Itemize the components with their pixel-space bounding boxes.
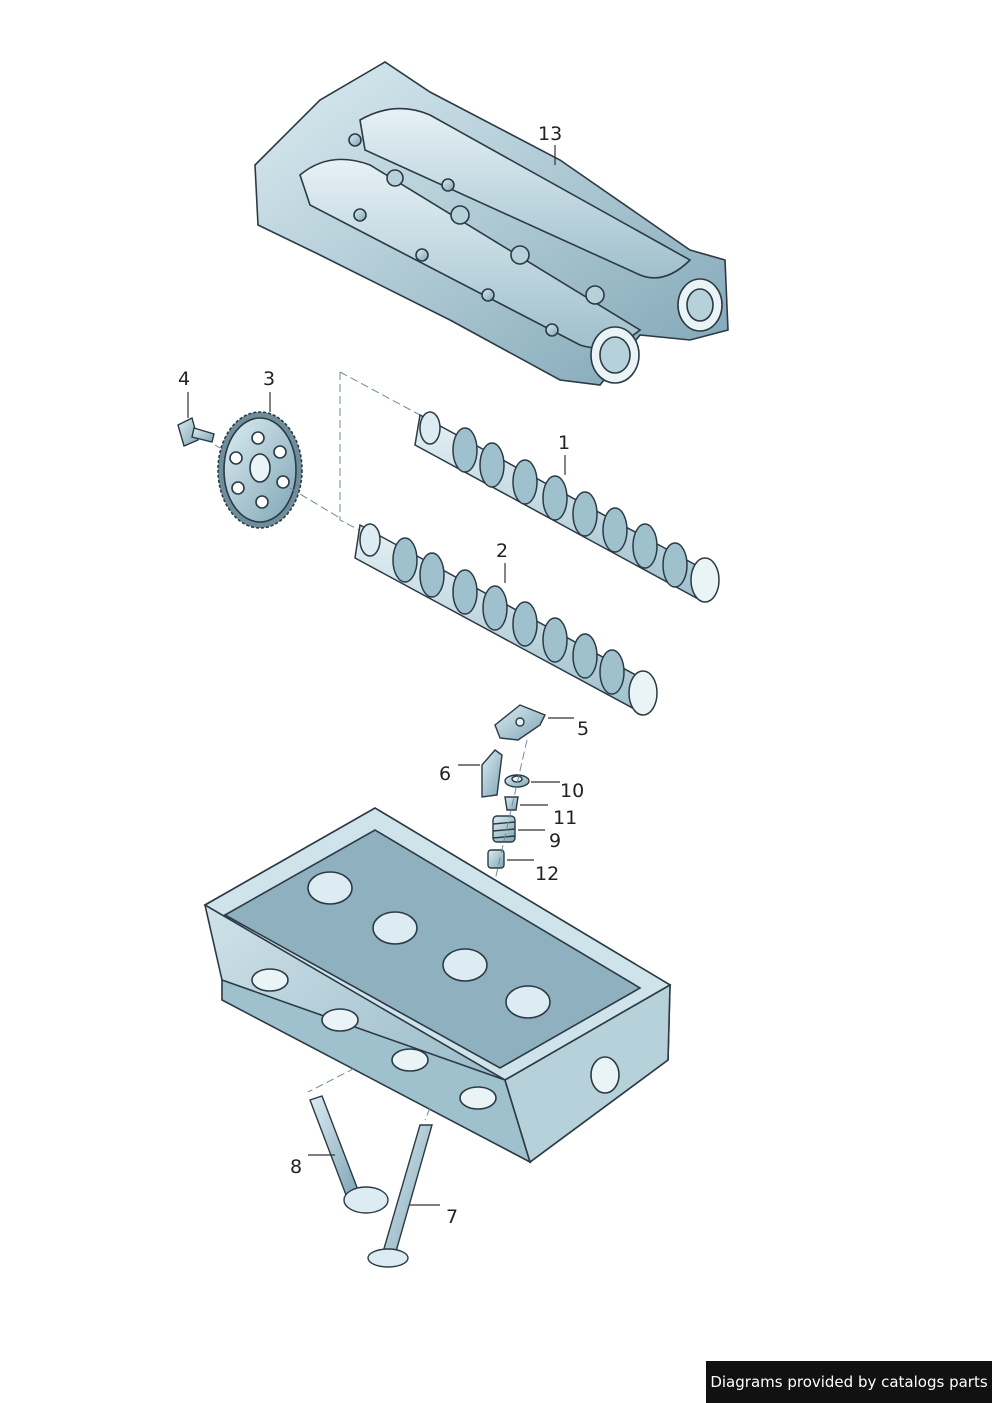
callout-9: 9: [549, 830, 562, 852]
valve-stem-seal: [487, 849, 505, 869]
axis-bracket-top: [339, 371, 421, 416]
valve-exhaust: [367, 1124, 433, 1268]
callout-12: 12: [535, 863, 560, 885]
callout-1: 1: [558, 432, 571, 454]
cylinder-head: [203, 807, 672, 1164]
callout-11: 11: [553, 807, 578, 829]
callout-13: 13: [538, 123, 563, 145]
camshaft-lower: [354, 523, 658, 716]
axis-valvetrain: [469, 739, 528, 991]
valve-cotter: [504, 796, 519, 811]
callout-3: 3: [263, 368, 276, 390]
axis-sprocket: [289, 487, 341, 519]
spring-seat: [504, 774, 530, 788]
axis-valves-2: [424, 1107, 431, 1121]
valve-inlet: [309, 1095, 389, 1214]
camshaft-upper: [414, 411, 720, 603]
credit-banner: Diagrams provided by catalogs parts: [706, 1361, 992, 1403]
cylinder-head-cover: [254, 61, 729, 386]
axis-bracket: [339, 372, 421, 563]
axis-4: [214, 444, 233, 456]
camshaft-sprocket: [217, 411, 303, 529]
callout-4: 4: [178, 368, 191, 390]
callout-10: 10: [560, 780, 585, 802]
callout-6: 6: [439, 763, 452, 785]
callout-5: 5: [577, 718, 590, 740]
callout-7: 7: [446, 1206, 459, 1228]
valve-spring: [492, 815, 516, 843]
callout-2: 2: [496, 540, 509, 562]
hydraulic-lifter: [481, 749, 503, 798]
rocker-arm: [494, 704, 546, 741]
callout-8: 8: [290, 1156, 303, 1178]
bolt: [177, 416, 215, 447]
axis-valves: [307, 1067, 356, 1093]
